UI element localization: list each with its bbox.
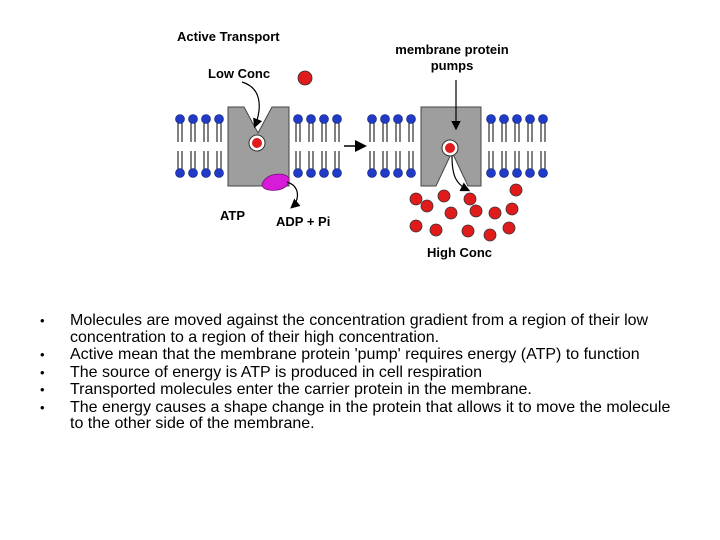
phosphate-head <box>175 168 185 178</box>
phosphate-head <box>293 168 303 178</box>
phosphate-head <box>332 168 342 178</box>
phosphate-head <box>406 168 416 178</box>
adp-pi-label: ADP + Pi <box>276 214 330 229</box>
bullet-text: Molecules are moved against the concentr… <box>70 312 649 346</box>
phosphate-head <box>538 168 548 178</box>
bullet-marker: • <box>40 364 45 380</box>
transported-molecule <box>509 183 523 197</box>
lipid-bilayer-left <box>175 114 342 178</box>
atp-label: ATP <box>220 208 245 223</box>
transported-molecule <box>409 219 423 233</box>
transported-molecule <box>505 202 519 216</box>
phosphate-head <box>319 114 329 124</box>
active-transport-diagram: Active Transport Low Conc membrane prote… <box>175 29 548 260</box>
phosphate-head <box>214 168 224 178</box>
bullet-item: • The source of energy is ATP is produced… <box>40 363 680 382</box>
phosphate-head <box>512 114 522 124</box>
transported-molecule <box>420 199 434 213</box>
transported-molecule <box>488 206 502 220</box>
atp-molecule <box>261 173 290 191</box>
phosphate-head <box>486 168 496 178</box>
transported-molecule <box>483 228 497 242</box>
bullet-text: The source of energy is ATP is produced … <box>70 363 483 381</box>
phosphate-head <box>393 168 403 178</box>
phosphate-head <box>367 168 377 178</box>
phosphate-head <box>406 114 416 124</box>
bullet-marker: • <box>40 313 45 328</box>
bullet-text: Active mean that the membrane protein 'p… <box>70 346 640 363</box>
phosphate-head <box>486 114 496 124</box>
transported-molecule <box>437 189 451 203</box>
low-conc-label: Low Conc <box>208 66 270 81</box>
transported-molecule <box>297 70 313 86</box>
bullet-list: • Molecules are moved against the concent… <box>40 312 680 434</box>
phosphate-head <box>319 168 329 178</box>
high-conc-label: High Conc <box>427 245 492 260</box>
bullet-item: • The energy causes a shape change in the… <box>40 398 680 433</box>
diagram-title: Active Transport <box>177 29 280 44</box>
entry-arrow <box>241 81 263 129</box>
transported-molecule <box>252 138 262 148</box>
phosphate-head <box>393 114 403 124</box>
phosphate-head <box>380 114 390 124</box>
bullet-item: • Molecules are moved against the concent… <box>40 312 680 346</box>
exit-arrow <box>451 155 471 192</box>
pumps-label-line2: pumps <box>431 58 474 73</box>
bullet-text: Transported molecules enter the carrier … <box>70 381 532 398</box>
transported-molecule <box>469 204 483 218</box>
lipid-bilayer-right <box>367 114 548 178</box>
phosphate-head <box>499 114 509 124</box>
phosphate-head <box>367 114 377 124</box>
bullet-item: • Active mean that the membrane protein '… <box>40 346 680 364</box>
phosphate-head <box>499 168 509 178</box>
bullet-text: The energy causes a shape change in the … <box>70 398 671 432</box>
phosphate-head <box>306 168 316 178</box>
phosphate-head <box>332 114 342 124</box>
phosphate-head <box>188 168 198 178</box>
phosphate-head <box>188 114 198 124</box>
transported-molecule <box>461 224 475 238</box>
phosphate-head <box>525 168 535 178</box>
phosphate-head <box>306 114 316 124</box>
bullet-item: • Transported molecules enter the carrier… <box>40 381 680 399</box>
phosphate-head <box>293 114 303 124</box>
phosphate-head <box>201 168 211 178</box>
transported-molecule <box>444 206 458 220</box>
phosphate-head <box>214 114 224 124</box>
pumps-label-line1: membrane protein <box>395 42 508 57</box>
transported-molecule <box>463 192 477 206</box>
bullet-marker: • <box>40 399 45 415</box>
phosphate-head <box>380 168 390 178</box>
bullet-marker: • <box>40 382 45 397</box>
transported-molecule <box>502 221 516 235</box>
phosphate-head <box>538 114 548 124</box>
atp-to-adp-arrow <box>286 181 301 209</box>
transported-molecule <box>429 223 443 237</box>
transported-molecule <box>445 143 455 153</box>
phosphate-head <box>525 114 535 124</box>
bullet-marker: • <box>40 347 45 362</box>
phosphate-head <box>512 168 522 178</box>
phosphate-head <box>201 114 211 124</box>
phosphate-head <box>175 114 185 124</box>
transported-molecule <box>409 192 423 206</box>
